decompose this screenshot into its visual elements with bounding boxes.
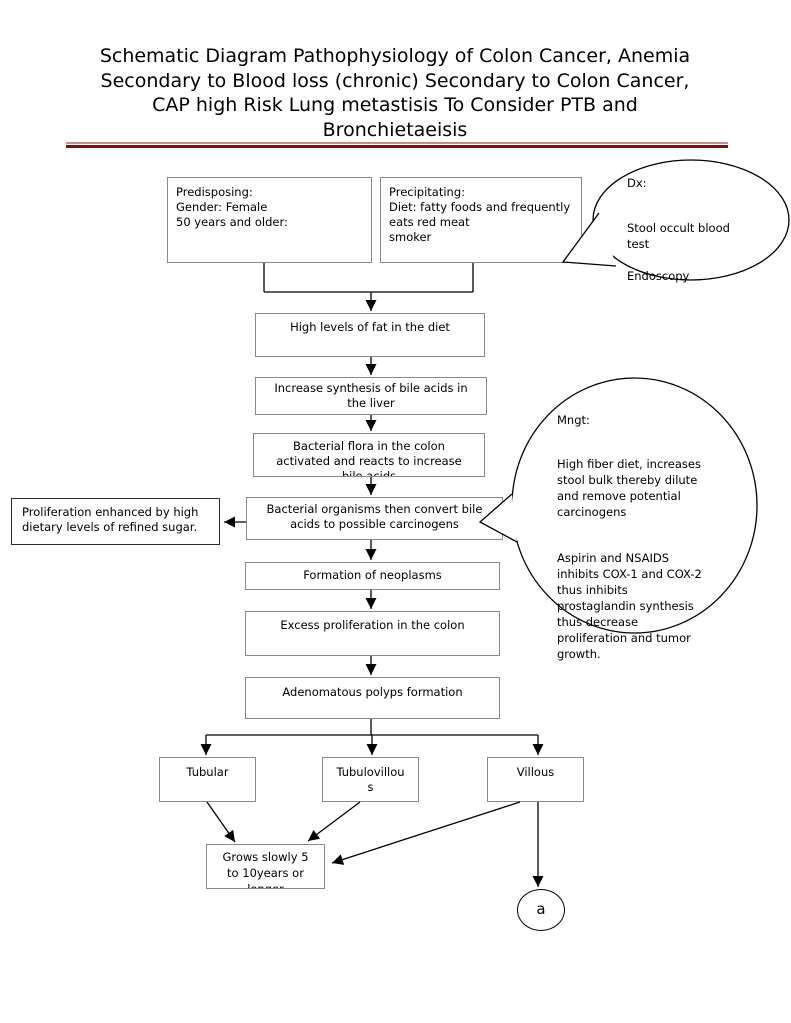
tubular-box: Tubular <box>159 757 256 802</box>
bacterial-flora-box: Bacterial flora in the colon activated a… <box>253 433 485 477</box>
title-divider <box>66 142 728 148</box>
excess-proliferation-box: Excess proliferation in the colon <box>245 611 500 656</box>
mngt-label: Mngt: <box>557 413 590 427</box>
arrow-tubulovillous-to-grows <box>307 801 361 842</box>
mngt-bubble-tail <box>478 493 518 543</box>
neoplasms-box: Formation of neoplasms <box>245 562 500 590</box>
dx-label: Dx: <box>627 176 647 190</box>
predisposing-box: Predisposing: Gender: Female 50 years an… <box>167 177 372 263</box>
arrow-villous-to-grows <box>331 801 521 865</box>
adenomatous-polyps-box: Adenomatous polyps formation <box>245 677 500 719</box>
arrow-tubular-to-grows <box>206 801 236 843</box>
mngt-bubble-content: Mngt: High fiber diet, increases stool b… <box>557 396 721 678</box>
dx-bubble-ellipse <box>592 159 790 281</box>
proliferation-note-box: Proliferation enhanced by high dietary l… <box>11 498 220 545</box>
bacterial-organisms-box: Bacterial organisms then convert bile ac… <box>246 497 503 540</box>
connector-a-circle: a <box>517 889 565 931</box>
dx-body: Stool occult blood test Endoscopy <box>627 221 730 283</box>
villous-box: Villous <box>487 757 584 802</box>
divider-thick-line <box>66 145 728 148</box>
bile-synthesis-box: Increase synthesis of bile acids in the … <box>255 377 487 415</box>
precipitating-box: Precipitating: Diet: fatty foods and fre… <box>380 177 582 263</box>
page-title: Schematic Diagram Pathophysiology of Col… <box>99 45 691 141</box>
dx-speech-bubble <box>561 159 790 281</box>
tubulovillous-box: Tubulovillou s <box>322 757 419 802</box>
dx-bubble-tail <box>561 212 617 267</box>
high-fat-box: High levels of fat in the diet <box>255 313 485 357</box>
flow-arrows <box>200 263 544 887</box>
divider-thin-line <box>66 142 728 144</box>
dx-bubble-content: Dx: Stool occult blood test Endoscopy <box>627 159 745 300</box>
mngt-paragraph-aspirin: Aspirin and NSAIDS inhibits COX-1 and CO… <box>557 551 702 661</box>
mngt-speech-bubble <box>478 377 758 634</box>
grows-slowly-box: Grows slowly 5 to 10years or longer <box>206 844 325 889</box>
mngt-paragraph-fiber: High fiber diet, increases stool bulk th… <box>557 457 701 519</box>
